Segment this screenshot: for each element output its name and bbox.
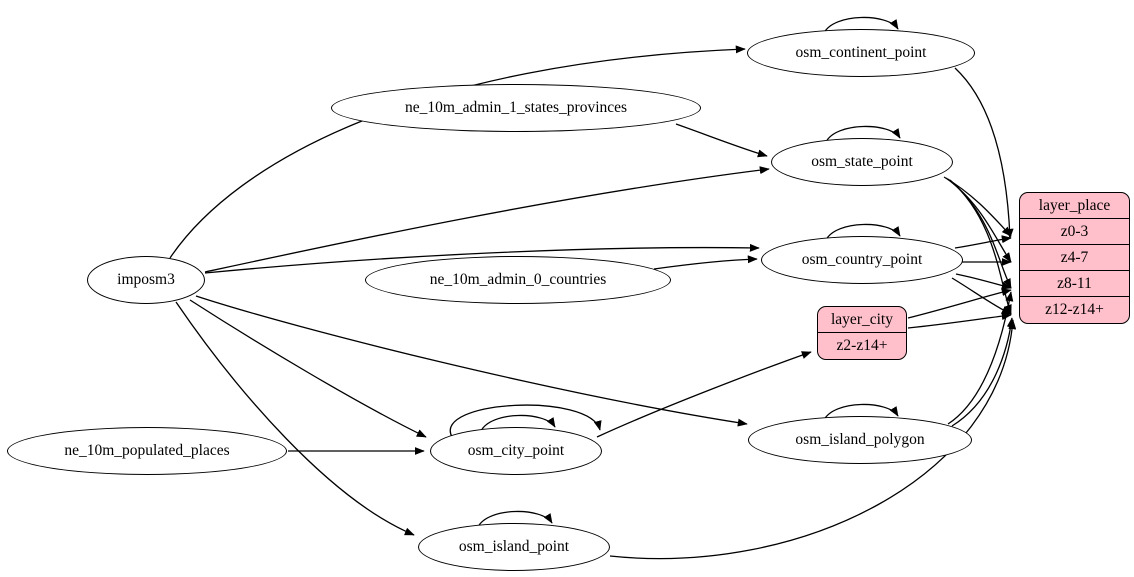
edge-imposm3-osm-city-point — [189, 299, 427, 438]
node-osm-city-point[interactable]: osm_city_point — [430, 427, 602, 475]
edge-self-osm-state-point — [825, 125, 901, 143]
node-imposm3[interactable]: imposm3 — [87, 256, 205, 304]
edge-osm-city-point-layer-city — [596, 351, 812, 438]
node-osm-country-point-label: osm_country_point — [801, 251, 923, 269]
node-osm-state-point-label: osm_state_point — [811, 153, 913, 171]
node-ne-10m-admin-0-countries[interactable]: ne_10m_admin_0_countries — [365, 256, 671, 304]
edge-imposm3-osm-island-polygon — [195, 295, 748, 427]
edge-self-outer-osm-city-point — [449, 404, 602, 438]
layer-place-row-z0-3[interactable]: z0-3 — [1020, 219, 1129, 245]
edge-self-osm-country-point — [825, 223, 901, 241]
layer-place-title: layer_place — [1020, 193, 1129, 219]
node-osm-island-polygon[interactable]: osm_island_polygon — [748, 416, 972, 464]
edge-osm-island-point-layer-place-z12-z14 — [609, 319, 1017, 560]
node-osm-continent-point[interactable]: osm_continent_point — [747, 29, 975, 77]
node-osm-island-polygon-label: osm_island_polygon — [795, 431, 925, 449]
node-osm-island-point-label: osm_island_point — [458, 538, 570, 556]
edge-self-osm-island-polygon — [823, 403, 899, 421]
edge-layer-city-layer-place-z12-z14 — [907, 312, 1012, 329]
node-ne-10m-admin-1-states-provinces-label: ne_10m_admin_1_states_provinces — [404, 99, 628, 117]
node-layer-place[interactable]: layer_place z0-3 z4-7 z8-11 z12-z14+ — [1019, 192, 1130, 324]
node-osm-continent-point-label: osm_continent_point — [795, 44, 927, 62]
edge-layer-city-layer-place-z8-11 — [907, 288, 1012, 319]
edge-self-osm-city-point — [480, 414, 556, 432]
node-layer-city[interactable]: layer_city z2-z14+ — [817, 306, 907, 360]
node-osm-city-point-label: osm_city_point — [467, 442, 565, 460]
edge-osm-state-point-layer-place-z4-7 — [945, 177, 1012, 263]
edge-osm-island-polygon-layer-place-z8-11 — [947, 291, 1014, 425]
edge-osm-country-point-layer-place-z8-11 — [955, 273, 1012, 290]
edge-osm-state-point-layer-place-z12-z14 — [949, 179, 1012, 315]
node-osm-state-point[interactable]: osm_state_point — [771, 138, 953, 186]
edge-imposm3-osm-state-point — [204, 166, 770, 273]
edge-osm-country-point-layer-place-z0-3 — [954, 235, 1012, 249]
layer-city-row-z2-z14plus[interactable]: z2-z14+ — [836, 337, 888, 354]
edge-self-osm-island-point — [477, 510, 553, 528]
edge-osm-state-point-layer-place-z0-3 — [943, 176, 1012, 237]
edge-imposm3-osm-country-point — [204, 243, 760, 274]
edge-ne-countries-osm-country-point — [653, 255, 758, 270]
node-imposm3-label: imposm3 — [117, 271, 175, 289]
edge-osm-state-point-layer-place-z8-11 — [947, 178, 1012, 289]
edge-ne-states-osm-state-point — [675, 123, 768, 158]
edge-imposm3-osm-island-point — [175, 301, 415, 536]
node-ne-10m-populated-places-label: ne_10m_populated_places — [64, 442, 230, 460]
node-osm-country-point[interactable]: osm_country_point — [761, 236, 963, 284]
layer-city-title: layer_city — [818, 307, 906, 333]
node-ne-10m-admin-1-states-provinces[interactable]: ne_10m_admin_1_states_provinces — [331, 84, 701, 132]
edge-self-osm-continent-point — [823, 16, 899, 34]
edge-imposm3-osm-continent-point — [169, 45, 746, 259]
node-osm-island-point[interactable]: osm_island_point — [418, 523, 610, 571]
node-ne-10m-populated-places[interactable]: ne_10m_populated_places — [7, 427, 287, 475]
edge-osm-continent-point-layer-place-z0-3 — [954, 67, 1014, 239]
layer-place-row-z8-11[interactable]: z8-11 — [1020, 271, 1129, 297]
layer-place-row-z4-7[interactable]: z4-7 — [1020, 245, 1129, 271]
node-ne-10m-admin-0-countries-label: ne_10m_admin_0_countries — [429, 271, 607, 289]
layer-place-row-z12-z14plus[interactable]: z12-z14+ — [1045, 301, 1104, 318]
